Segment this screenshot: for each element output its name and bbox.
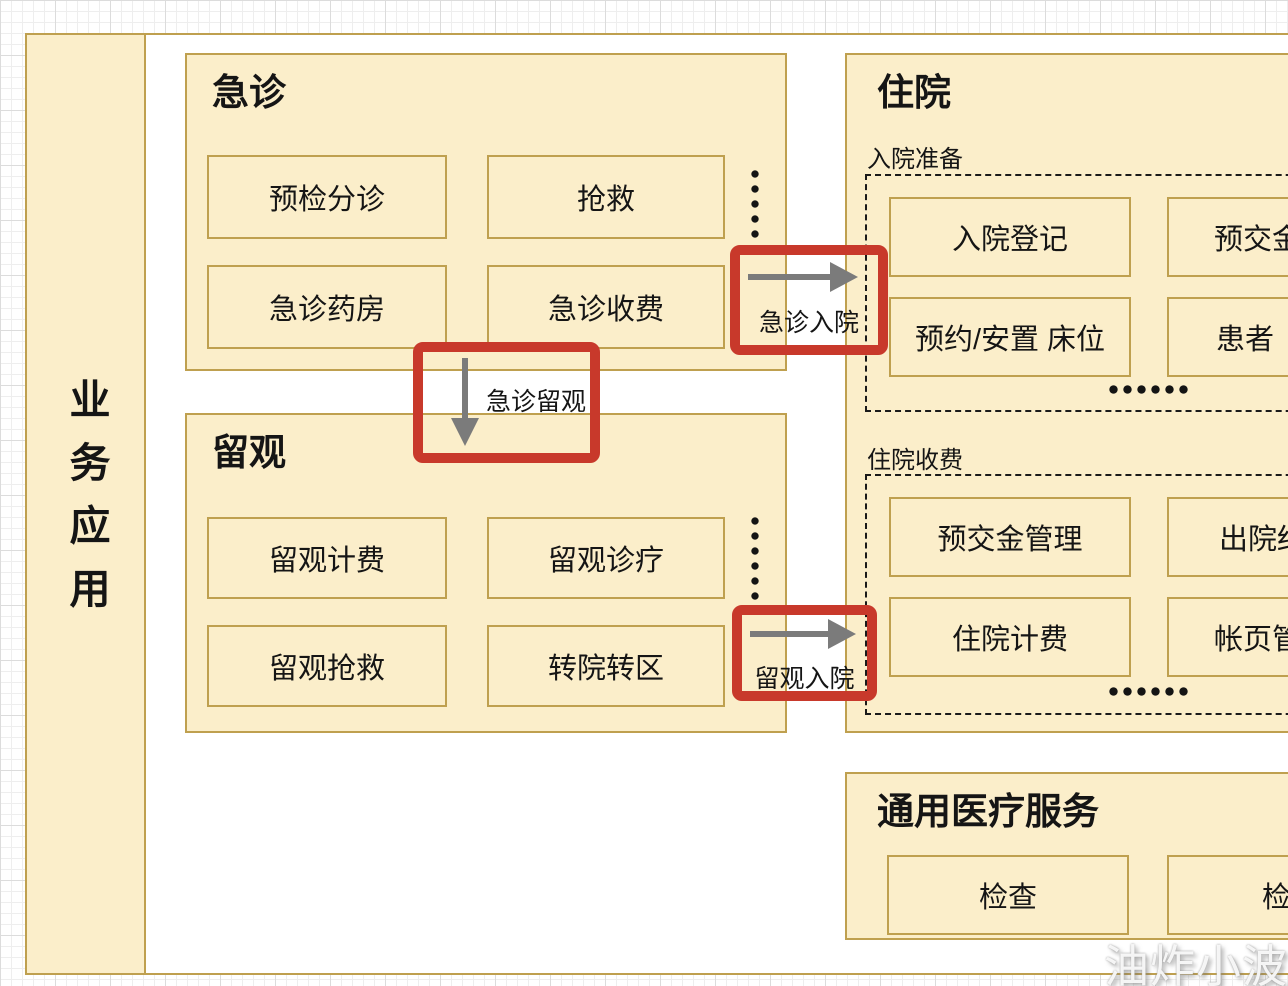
section-admission-prep-label: 入院准备 — [867, 146, 963, 173]
group-general-services: 通用医疗服务 检查 检验 — [845, 772, 1288, 940]
module-rescue: 抢救 — [487, 155, 725, 239]
module-ledger: 帐页管 — [1167, 597, 1288, 677]
connector-er-observation: 急诊留观 — [413, 342, 600, 463]
module-obs-charging: 留观计费 — [207, 517, 447, 599]
arrow-down-head-icon — [451, 418, 479, 446]
module-obs-rescue: 留观抢救 — [207, 625, 447, 707]
module-transfer: 转院转区 — [487, 625, 725, 707]
vertical-ellipsis-icon — [751, 517, 759, 601]
arrow-right-head-icon — [828, 619, 856, 649]
connector-er-admission: 急诊入院 — [730, 245, 888, 355]
module-deposit-management: 预交金管理 — [889, 497, 1131, 577]
group-general-services-title: 通用医疗服务 — [877, 791, 1099, 832]
connector-obs-admission: 留观入院 — [732, 605, 877, 701]
arrow-right-icon — [750, 631, 830, 637]
module-obs-treatment: 留观诊疗 — [487, 517, 725, 599]
group-inpatient-title: 住院 — [877, 72, 951, 113]
connector-er-admission-label: 急诊入院 — [758, 309, 859, 337]
arrow-right-head-icon — [830, 262, 858, 292]
arrow-right-icon — [748, 274, 832, 280]
section-inpatient-billing: 预交金管理 出院结 住院计费 帐页管 — [865, 474, 1288, 715]
watermark: 油炸小波 — [1104, 941, 1288, 986]
group-observation: 留观 留观计费 留观诊疗 留观抢救 转院转区 — [185, 413, 787, 733]
horizontal-ellipsis-icon — [1109, 385, 1189, 394]
module-bed-booking: 预约/安置 床位 — [889, 297, 1131, 377]
vertical-ellipsis-icon — [751, 170, 759, 254]
module-examination: 检查 — [887, 855, 1129, 935]
module-er-billing: 急诊收费 — [487, 265, 725, 349]
section-admission-prep: 入院登记 预交金 预约/安置 床位 患者 — [865, 174, 1288, 412]
module-lab-test: 检验 — [1167, 855, 1288, 935]
group-inpatient: 住院 入院准备 入院登记 预交金 预约/安置 床位 患者 住院收费 预交金管理 … — [845, 53, 1288, 733]
sidebar-label: 业务应用 — [63, 378, 109, 630]
module-admission-register: 入院登记 — [889, 197, 1131, 277]
connector-obs-admission-label: 留观入院 — [754, 665, 855, 693]
module-deposit: 预交金 — [1167, 197, 1288, 277]
horizontal-ellipsis-icon — [1109, 687, 1189, 696]
connector-er-observation-label: 急诊留观 — [486, 388, 587, 416]
group-emergency: 急诊 预检分诊 抢救 急诊药房 急诊收费 — [185, 53, 787, 371]
module-patient: 患者 — [1167, 297, 1288, 377]
module-er-pharmacy: 急诊药房 — [207, 265, 447, 349]
module-pre-check-triage: 预检分诊 — [207, 155, 447, 239]
module-inpatient-charging: 住院计费 — [889, 597, 1131, 677]
module-discharge-settlement: 出院结 — [1167, 497, 1288, 577]
section-inpatient-billing-label: 住院收费 — [867, 447, 963, 474]
group-emergency-title: 急诊 — [212, 72, 286, 113]
sidebar-business-application: 业务应用 — [25, 33, 146, 975]
group-observation-title: 留观 — [212, 432, 286, 473]
arrow-down-icon — [462, 358, 468, 420]
